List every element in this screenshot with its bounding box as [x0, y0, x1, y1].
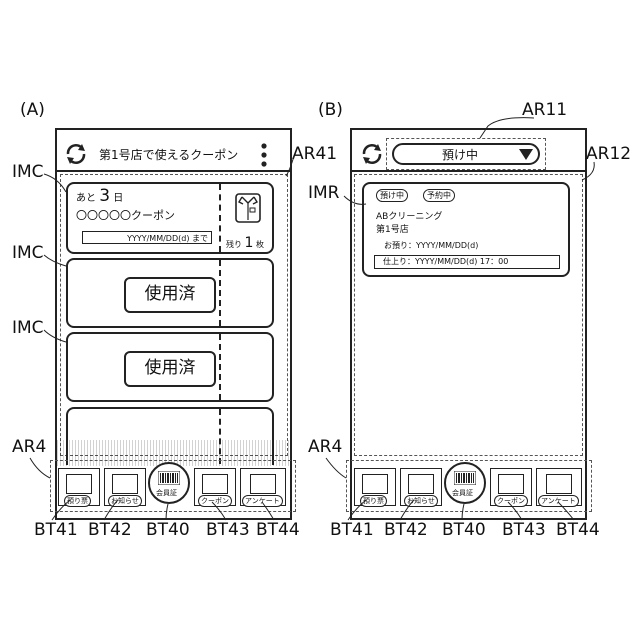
- panel-a-header-divider: [55, 170, 292, 172]
- receipt-label: 預り票: [360, 495, 387, 507]
- receipt-label: 預り票: [64, 495, 91, 507]
- coupon-label: クーポン: [494, 495, 528, 507]
- callout-imc-1: IMC: [12, 162, 44, 182]
- survey-icon: [546, 474, 572, 494]
- dropdown-value: 預け中: [430, 146, 490, 163]
- used-badge: 使用済: [124, 277, 216, 313]
- panel-b-tag: (B): [318, 100, 343, 120]
- leader-ar4-b: [326, 458, 346, 478]
- label-bt41-a: BT41: [34, 520, 78, 540]
- notice-icon: [112, 474, 138, 494]
- tag-deposit: 預け中: [376, 189, 408, 202]
- coupon-perforation: [219, 184, 221, 252]
- panel-b-header-divider: [350, 170, 587, 172]
- label-bt43-b: BT43: [502, 520, 546, 540]
- label-bt40-b: BT40: [442, 520, 486, 540]
- member-label: 会員証: [156, 488, 177, 498]
- coupon-perforation: [219, 260, 221, 326]
- label-bt42-a: BT42: [88, 520, 132, 540]
- coupon-remaining: あと 3 日: [76, 186, 123, 206]
- used-badge: 使用済: [124, 351, 216, 387]
- chevron-down-icon: [519, 149, 533, 160]
- panel-a-tag: (A): [20, 100, 45, 120]
- notice-label: お知らせ: [108, 495, 142, 507]
- deposit-date: お預り：YYYY/MM/DD(d): [384, 240, 478, 251]
- shirt-icon: [233, 191, 263, 225]
- coupon-icon: [498, 474, 524, 494]
- coupon-count: 残り 1 枚: [226, 235, 264, 251]
- more-menu-icon[interactable]: [259, 142, 269, 168]
- coupon-label: クーポン: [198, 495, 232, 507]
- receipt-icon: [66, 474, 92, 494]
- barcode-icon: [454, 471, 476, 485]
- callout-ar12: AR12: [586, 144, 631, 164]
- label-bt44-a: BT44: [256, 520, 300, 540]
- callout-ar41: AR41: [292, 144, 337, 164]
- barcode-icon: [158, 471, 180, 485]
- coupon-perforation: [219, 334, 221, 400]
- refresh-icon[interactable]: [64, 142, 88, 166]
- refresh-icon[interactable]: [360, 142, 384, 166]
- callout-imc-3: IMC: [12, 318, 44, 338]
- label-bt41-b: BT41: [330, 520, 374, 540]
- coupon-icon: [202, 474, 228, 494]
- label-bt44-b: BT44: [556, 520, 600, 540]
- page-title: 第1号店で使えるクーポン: [99, 146, 238, 163]
- coupon-expiry: YYYY/MM/DD(d) まで: [82, 231, 212, 244]
- shop-name: ABクリーニング: [376, 209, 442, 222]
- callout-imr: IMR: [308, 183, 340, 203]
- callout-ar4-b: AR4: [308, 437, 342, 457]
- label-bt42-b: BT42: [384, 520, 428, 540]
- notice-label: お知らせ: [404, 495, 438, 507]
- leader-ar4-a: [30, 458, 50, 478]
- callout-imc-2: IMC: [12, 243, 44, 263]
- coupon-name: 〇〇〇〇〇クーポン: [76, 207, 175, 223]
- callout-ar11: AR11: [522, 100, 567, 120]
- finish-date: 仕上り：YYYY/MM/DD(d) 17：00: [374, 255, 560, 269]
- survey-label: アンケート: [242, 495, 283, 507]
- survey-label: アンケート: [538, 495, 579, 507]
- member-label: 会員証: [452, 488, 473, 498]
- callout-ar4-a: AR4: [12, 437, 46, 457]
- label-bt40-a: BT40: [146, 520, 190, 540]
- survey-icon: [250, 474, 276, 494]
- branch-name: 第1号店: [376, 222, 409, 235]
- receipt-icon: [362, 474, 388, 494]
- label-bt43-a: BT43: [206, 520, 250, 540]
- notice-icon: [408, 474, 434, 494]
- tag-reserved: 予約中: [423, 189, 455, 202]
